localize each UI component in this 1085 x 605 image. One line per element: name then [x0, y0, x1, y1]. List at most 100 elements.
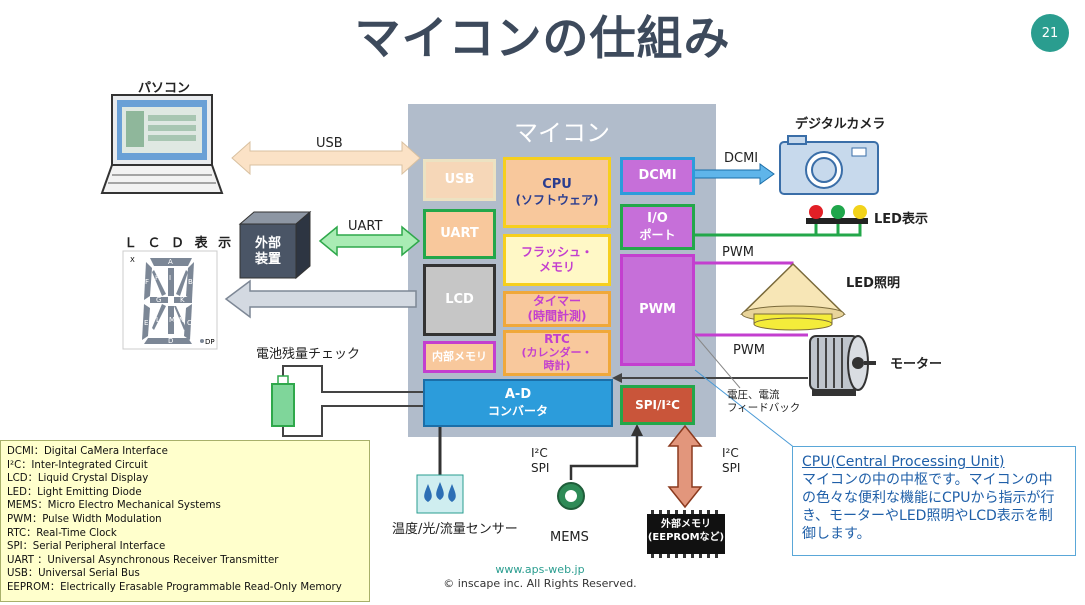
sensor-icon: [416, 474, 464, 514]
ext-device-label-1: 外部: [254, 236, 281, 251]
led-lighting-label: LED照明: [846, 276, 900, 291]
feedback-label-1: 電圧、電流: [727, 389, 780, 401]
footer-url: www.aps-web.jp: [495, 563, 585, 576]
i2c-right-label: I²C: [722, 446, 739, 460]
spi-memory-arrow: [667, 424, 703, 509]
legend-item: I²C：Inter-Integrated Circuit: [7, 459, 148, 471]
battery-icon: [271, 375, 295, 427]
legend-item: MEMS：Micro Electro Mechanical Systems: [7, 500, 221, 512]
flash-label-2: メモリ: [538, 260, 575, 274]
footer-copyright: © inscape inc. All Rights Reserved.: [443, 577, 637, 590]
ext-memory-label-1: 外部メモリ: [661, 519, 711, 530]
i2c-spi-left-label: I²C SPI: [531, 446, 549, 476]
rtc-label-2: (カレンダー・: [521, 346, 593, 360]
spi-i2c-label: SPI/I²C: [635, 397, 680, 412]
legend-item: EEPROM：Electrically Erasable Programmabl…: [7, 581, 342, 593]
cpu-sublabel: (ソフトウェア): [515, 193, 599, 208]
lcd-seg-n: N: [179, 316, 184, 324]
cpu-block: CPU (ソフトウェア): [503, 157, 611, 228]
flash-memory-block: フラッシュ・ メモリ: [503, 234, 611, 286]
adc-label-2: コンバータ: [487, 403, 548, 418]
eeprom-chip-icon: [647, 510, 725, 558]
timer-label-1: タイマー: [532, 294, 581, 308]
lcd-seg-g: G: [156, 296, 161, 304]
timer-block: タイマー (時間計測): [503, 291, 611, 327]
adc-block: A-D コンバータ: [423, 379, 613, 427]
camera-icon: [779, 135, 879, 195]
lcd-seg-i: I: [169, 274, 171, 282]
uart-block-label: UART: [440, 225, 479, 241]
laptop-icon: [100, 94, 224, 194]
internal-memory-label: 内部メモリ: [432, 350, 487, 364]
lcd-block: LCD: [423, 264, 496, 336]
flash-label-1: フラッシュ・: [520, 245, 593, 259]
dcmi-block-label: DCMI: [638, 167, 677, 183]
usb-link-label: USB: [316, 136, 343, 151]
cpu-note-heading: CPU(Central Processing Unit): [802, 454, 1005, 470]
lcd-display-label: Ｌ Ｃ Ｄ 表 示: [124, 236, 235, 251]
uart-link-label: UART: [348, 219, 383, 234]
led-display-label: LED表示: [874, 212, 928, 227]
abbreviation-legend: DCMI：Digital CaMera Interface I²C：Inter-…: [0, 440, 370, 602]
feedback-label-2: フィードバック: [727, 402, 801, 414]
legend-item: RTC：Real-Time Clock: [7, 527, 117, 539]
lcd-seg-l: L: [156, 316, 160, 324]
lcd-seg-m: M: [169, 316, 175, 324]
spi-right-label: SPI: [722, 461, 741, 475]
external-memory-label: 外部メモリ (EEPROMなど): [647, 518, 725, 544]
rtc-label-1: RTC: [544, 332, 570, 347]
usb-block-label: USB: [444, 171, 475, 187]
lcd-seg-x: X: [130, 256, 135, 264]
timer-label-2: (時間計測): [527, 309, 587, 323]
led-lamp-icon: [740, 262, 846, 331]
page-title: マイコンの仕組み: [354, 11, 731, 65]
camera-label: デジタルカメラ: [795, 117, 886, 132]
spi-left-label: SPI: [531, 461, 550, 475]
lcd-seg-c: C: [187, 319, 192, 327]
io-port-block: I/O ポート: [620, 204, 695, 250]
usb-block: USB: [423, 159, 496, 201]
pwm-upper-label: PWM: [722, 245, 754, 260]
legend-item: DCMI：Digital CaMera Interface: [7, 446, 168, 457]
lcd-seg-e: E: [144, 319, 148, 327]
rtc-label-3: 時計): [543, 358, 571, 372]
usb-arrow: [231, 140, 421, 176]
motor-label: モーター: [890, 357, 943, 372]
pwm-block-label: PWM: [639, 301, 676, 317]
lcd-arrow: [224, 279, 417, 319]
lcd-seg-b: B: [188, 278, 193, 286]
pwm-block: PWM: [620, 254, 695, 366]
legend-item: USB：Universal Serial Bus: [7, 568, 140, 580]
external-device-icon: [238, 210, 312, 280]
lcd-segment-display-icon: X A F H I J B G K E L M N C D DP: [122, 250, 218, 350]
uart-block: UART: [423, 209, 496, 259]
mcu-title: マイコン: [514, 119, 610, 147]
page-number-badge: 21: [1031, 14, 1069, 52]
internal-memory-block: 内部メモリ: [423, 341, 496, 373]
pwm-lower-label: PWM: [733, 343, 765, 358]
led-lights-icon: [806, 205, 868, 224]
legend-item: SPI：Serial Peripheral Interface: [7, 541, 166, 553]
legend-item: LCD：Liquid Crystal Display: [7, 473, 149, 485]
legend-item: LED：Light Emitting Diode: [7, 486, 142, 498]
spi-i2c-block: SPI/I²C: [620, 385, 695, 425]
rtc-block: RTC (カレンダー・ 時計): [503, 330, 611, 376]
io-led-line: [695, 223, 862, 237]
uart-arrow: [318, 225, 421, 257]
dcmi-block: DCMI: [620, 157, 695, 195]
cpu-label: CPU: [542, 176, 572, 192]
cpu-note-box: CPU(Central Processing Unit) マイコンの中の中枢です…: [792, 446, 1076, 556]
mems-icon: [557, 482, 585, 510]
pc-label: パソコン: [138, 81, 191, 96]
dcmi-link-label: DCMI: [724, 151, 759, 166]
lcd-seg-d: D: [168, 337, 173, 345]
lcd-seg-h: H: [155, 274, 160, 282]
ext-memory-label-2: (EEPROMなど): [647, 532, 725, 543]
io-label-1: I/O: [647, 211, 668, 227]
lcd-seg-a: A: [168, 258, 173, 266]
io-label-2: ポート: [639, 227, 676, 242]
feedback-label: 電圧、電流 フィードバック: [727, 389, 800, 415]
lcd-seg-k: K: [180, 296, 185, 304]
legend-item: PWM：Pulse Width Modulation: [7, 513, 162, 525]
lcd-seg-f: F: [145, 278, 149, 286]
